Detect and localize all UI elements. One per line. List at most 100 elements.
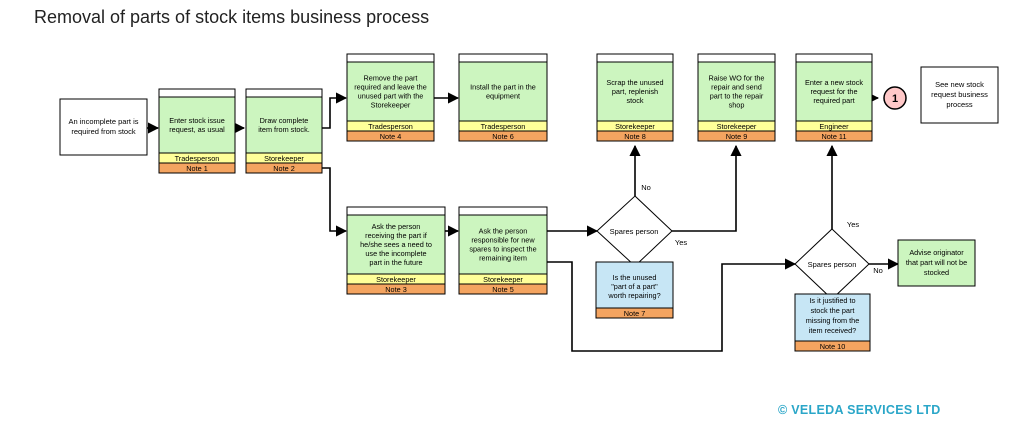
role-label: Storekeeper: [717, 122, 757, 131]
task-header: [795, 53, 873, 63]
task-body: [346, 214, 446, 275]
end-text-line: request business: [931, 90, 988, 99]
end-box: See new stock request business process: [920, 66, 999, 124]
task-body: [158, 96, 236, 154]
task-body: [596, 61, 674, 122]
question-line: stock the part: [811, 306, 855, 315]
task-text-line: Enter stock issue: [169, 116, 225, 125]
note-label: Note 8: [624, 132, 646, 141]
note-band: [458, 283, 548, 295]
role-label: Tradesperson: [368, 122, 413, 131]
start-box: An incomplete part is required from stoc…: [59, 98, 148, 156]
role-label: Tradesperson: [481, 122, 526, 131]
task-text-line: shop: [729, 101, 745, 110]
decision-yes-label: Yes: [675, 238, 687, 247]
decision-no-label: No: [641, 183, 651, 192]
task-text-line: Install the part in the: [470, 83, 536, 92]
note-band: [346, 283, 446, 295]
connector-t5-d2: [547, 258, 797, 352]
decision-1: Spares person No Yes: [596, 183, 687, 267]
task-text-line: Draw complete: [260, 116, 309, 125]
task-body: [458, 61, 548, 122]
advise-line: stocked: [924, 268, 949, 277]
task-text-line: repair and send: [711, 83, 762, 92]
task-text-line: Enter a new stock: [805, 78, 863, 87]
start-text-line-2: required from stock: [71, 127, 135, 136]
end-text-line: See new stock: [935, 80, 984, 89]
note-band: [346, 130, 435, 142]
task-text-line: request for the: [810, 87, 857, 96]
task-text-line: remaining item: [479, 254, 527, 263]
note-label: Note 5: [492, 285, 514, 294]
task-text-line: stock: [626, 96, 643, 105]
question-line: item received?: [809, 326, 856, 335]
task-text-line: Ask the person: [479, 227, 528, 236]
task-text-line: required and leave the: [354, 83, 427, 92]
role-label: Storekeeper: [376, 275, 416, 284]
task-text-line: responsible for new: [471, 236, 535, 245]
question-box-2: Is it justified to stock the part missin…: [794, 293, 871, 352]
role-label: Storekeeper: [264, 154, 304, 163]
task-text-line: spares to inspect the: [469, 245, 536, 254]
decision-2: Spares person Yes No: [794, 220, 883, 300]
advise-line: that part will not be: [906, 258, 967, 267]
task-text-line: request, as usual: [169, 125, 225, 134]
start-text-line-1: An incomplete part is: [68, 117, 138, 126]
task-header: [697, 53, 776, 63]
decision-no-label: No: [873, 266, 883, 275]
role-label: Storekeeper: [483, 275, 523, 284]
task-text-line: Storekeeper: [371, 101, 411, 110]
task-body: [245, 96, 323, 154]
task-header: [458, 53, 548, 63]
role-label: Engineer: [819, 122, 849, 131]
task-body: [458, 214, 548, 275]
task-body: [795, 61, 873, 122]
task-header: [458, 206, 548, 216]
offpage-connector: 1: [883, 86, 907, 110]
note-band: [458, 130, 548, 142]
question-line: worth repairing?: [607, 291, 660, 300]
task-t6: Install the part in theequipmentTradespe…: [458, 53, 548, 142]
task-text-line: unused part with the: [358, 92, 424, 101]
note-label: Note 2: [273, 164, 295, 173]
task-text-line: part, replenish: [612, 87, 658, 96]
connector-d1-t9: [672, 144, 742, 232]
question-line: Is the unused: [613, 273, 657, 282]
note-label: Note 10: [820, 342, 846, 351]
task-text-line: Raise WO for the: [709, 74, 765, 83]
task-text-line: Ask the person: [372, 222, 421, 231]
task-text-line: part to the repair: [710, 92, 764, 101]
note-band: [158, 162, 236, 174]
note-label: Note 9: [726, 132, 748, 141]
task-body: [346, 61, 435, 122]
question-line: Is it justified to: [809, 296, 855, 305]
task-header: [346, 206, 446, 216]
connector-t2-t3: [322, 167, 348, 237]
note-band: [795, 130, 873, 142]
task-text-line: item from stock.: [258, 125, 310, 134]
task-header: [346, 53, 435, 63]
advise-line: Advise originator: [909, 248, 964, 257]
task-text-line: equipment: [486, 92, 520, 101]
advise-box: Advise originator that part will not be …: [897, 239, 976, 287]
decision-label: Spares person: [610, 227, 659, 236]
copyright-notice: © VELEDA SERVICES LTD: [778, 403, 941, 417]
note-label: Note 3: [385, 285, 407, 294]
question-line: "part of a part": [611, 282, 658, 291]
task-text-line: use the incomplete: [365, 249, 426, 258]
note-band: [245, 162, 323, 174]
question-box-1: Is the unused "part of a part" worth rep…: [595, 261, 674, 319]
note-label: Note 6: [492, 132, 514, 141]
task-text-line: he/she sees a need to: [360, 240, 432, 249]
task-header: [596, 53, 674, 63]
note-label: Note 7: [624, 309, 646, 318]
